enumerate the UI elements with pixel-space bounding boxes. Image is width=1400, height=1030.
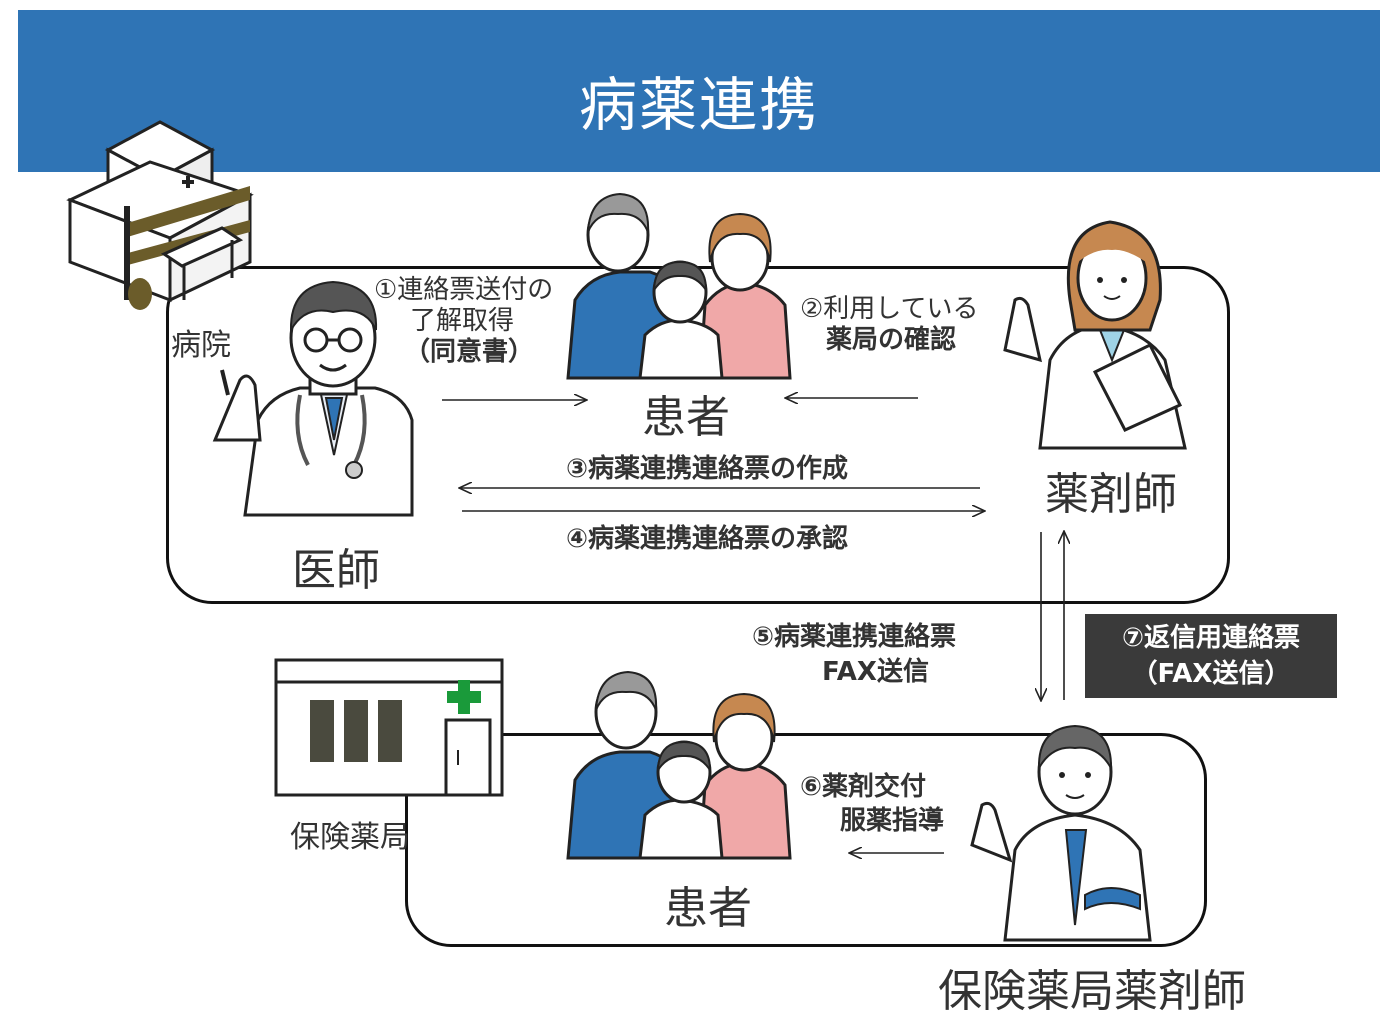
step2-line2: 薬局の確認 [826, 325, 957, 355]
hospital-patient-label: 患者 [642, 392, 730, 443]
step7-line1: ⑦返信用連絡票 [1121, 623, 1300, 653]
step3-label: ③病薬連携連絡票の作成 [566, 454, 849, 484]
reply-fax-box: ⑦返信用連絡票 （FAX送信） [1085, 614, 1337, 698]
step5-line1: ⑤病薬連携連絡票 [752, 622, 957, 652]
pharmacy-building-icon [274, 658, 504, 797]
header-banner: 病薬連携 [18, 10, 1380, 172]
hospital-label: 病院 [171, 328, 231, 363]
hospital-pharmacist-label: 薬剤師 [1045, 469, 1177, 520]
family-icon [566, 670, 792, 860]
doctor-icon [212, 280, 414, 517]
doctor-label: 医師 [292, 545, 380, 596]
step5-line2: FAX送信 [822, 657, 929, 687]
pharmacy-patient-label: 患者 [664, 883, 752, 934]
step1-line2: 了解取得 [410, 306, 515, 336]
pharmacy-pharmacist-label: 保険薬局薬剤師 [938, 966, 1246, 1017]
male-pharmacist-icon [970, 724, 1152, 942]
female-pharmacist-icon [1003, 220, 1187, 450]
family-icon [566, 192, 792, 380]
pharmacy-frame [405, 733, 1207, 947]
step6-line1: ⑥薬剤交付 [800, 772, 927, 802]
step7-line2: （FAX送信） [1131, 659, 1291, 689]
pharmacy-label: 保険薬局 [290, 820, 410, 855]
step4-label: ④病薬連携連絡票の承認 [566, 524, 849, 554]
page-title: 病薬連携 [578, 71, 819, 139]
step1-line3: （同意書） [404, 337, 535, 367]
step6-line2: 服薬指導 [840, 806, 945, 836]
step1-line1: ①連絡票送付の [374, 275, 554, 305]
hospital-building-icon [66, 120, 254, 310]
step2-line1: ②利用している [800, 294, 979, 324]
